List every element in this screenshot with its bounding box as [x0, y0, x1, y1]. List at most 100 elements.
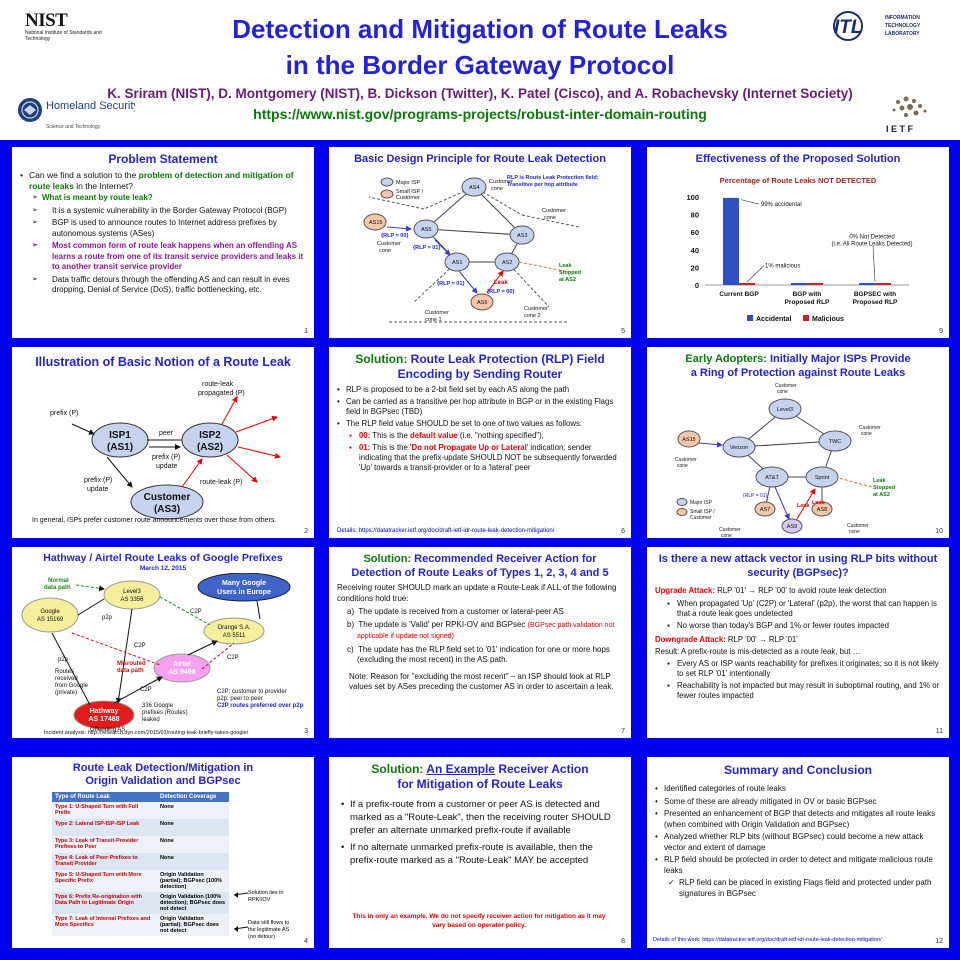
illustration-footer: In general, ISPs prefer customer route a… — [32, 517, 277, 524]
svg-text:(AS3): (AS3) — [154, 504, 180, 515]
detection-coverage-cell: None — [157, 802, 229, 819]
svg-text:Users in Europe: Users in Europe — [217, 589, 271, 596]
bullet: Presented an enhancement of BGP that det… — [655, 809, 941, 830]
svg-text:prefix (P): prefix (P) — [152, 454, 180, 461]
panel-number: 10 — [935, 528, 943, 535]
panel-title: Route Leak Detection/Mitigation in — [72, 762, 254, 774]
bullet: BGP is used to announce routes to Intern… — [20, 218, 306, 239]
panel-title: Is there a new attack vector in using RL… — [658, 553, 938, 565]
panel-rlp-encoding: Solution: Route Leak Protection (RLP) Fi… — [329, 347, 631, 538]
svg-text:cone: cone — [777, 389, 788, 395]
svg-text:TECHNOLOGY: TECHNOLOGY — [885, 23, 921, 29]
dhs-logo-text: Homeland Security — [46, 100, 135, 112]
svg-text:p2p: peer to peer: p2p: peer to peer — [217, 696, 263, 702]
upgrade-attack: Upgrade Attack: RLP '01' → RLP '00' to a… — [655, 586, 887, 595]
annotation-malicious: 1% malicious — [765, 263, 800, 269]
panel-summary: Summary and Conclusion Identified catego… — [647, 757, 949, 948]
node-as5: AS5 — [421, 227, 431, 233]
svg-text:Hathway: Hathway — [90, 708, 119, 715]
svg-text:Level3: Level3 — [777, 407, 793, 413]
bullet: RLP field should be protected in order t… — [655, 855, 941, 876]
svg-text:AS 3356: AS 3356 — [120, 597, 144, 603]
category-label: Current BGP — [719, 291, 759, 298]
poster-url[interactable]: https://www.nist.gov/programs-projects/r… — [253, 106, 707, 122]
panel-number: 11 — [935, 728, 943, 735]
panel-effectiveness: Effectiveness of the Proposed Solution P… — [647, 147, 949, 338]
annotation-leader — [746, 265, 765, 283]
node-as1: AS1 — [452, 260, 462, 266]
svg-text:cone: cone — [379, 248, 391, 254]
svg-text:AS15: AS15 — [682, 437, 695, 443]
svg-text:data path: data path — [117, 668, 144, 674]
svg-text:cone: cone — [721, 533, 732, 538]
y-tick-label: 60 — [691, 228, 699, 237]
bullet: The RLP field value SHOULD be set to one… — [337, 419, 623, 429]
svg-text:p2p: p2p — [102, 615, 113, 621]
bullet: Every AS or ISP wants reachability for p… — [655, 659, 941, 679]
table-row: Type 3: Leak of Transit-Provider Prefixe… — [52, 836, 229, 853]
panel-number: 2 — [304, 528, 308, 535]
panel-early-adopters: Early Adopters: Initially Major ISPs Pro… — [647, 347, 949, 538]
svg-text:Leak: Leak — [873, 478, 886, 484]
svg-text:AS 5511: AS 5511 — [223, 633, 246, 639]
poster-title-line1: Detection and Mitigation of Route Leaks — [232, 14, 728, 44]
svg-text:AS8: AS8 — [817, 507, 827, 513]
conditions-intro: Receiving router SHOULD mark an update a… — [337, 583, 617, 603]
svg-text:Major ISP: Major ISP — [396, 180, 420, 186]
panel-title: Hathway / Airtel Route Leaks of Google P… — [43, 552, 283, 564]
detection-coverage-cell: None — [157, 836, 229, 853]
downgrade-attack: Downgrade Attack: RLP '00' → RLP '01' — [655, 635, 798, 644]
route-leak-type-cell: Type 7: Leak of Internal Prefixes and Mo… — [52, 914, 157, 936]
panel-ov-bgpsec-coverage: Route Leak Detection/Mitigation in Origi… — [12, 757, 314, 948]
svg-text:update: update — [87, 486, 109, 493]
condition-b: b) The update is 'Valid' per RPKI-OV and… — [347, 619, 615, 641]
svg-text:AS 17488: AS 17488 — [88, 716, 119, 723]
details-link[interactable]: Details: https://datatracker.ietf.org/do… — [337, 528, 555, 534]
svg-text:C2P: customer to provider: C2P: customer to provider — [217, 689, 287, 695]
svg-text:AS 9498: AS 9498 — [168, 669, 195, 676]
incident-analysis-link[interactable]: Incident analysis: http://research.dyn.c… — [44, 730, 249, 736]
svg-text:from Google: from Google — [55, 683, 89, 689]
problem-question: Can we find a solution to the problem of… — [20, 170, 306, 191]
bullet: It is a systemic vulnerability in the Bo… — [20, 206, 306, 217]
svg-text:at AS2: at AS2 — [873, 492, 890, 498]
bar-base-malicious-2 — [807, 283, 823, 285]
svg-text:AT&T: AT&T — [765, 475, 779, 481]
svg-text:prefixes (Routes): prefixes (Routes) — [142, 710, 188, 716]
svg-text:Leak: Leak — [559, 263, 572, 269]
svg-text:INFORMATION: INFORMATION — [885, 15, 920, 21]
svg-text:Customer: Customer — [859, 425, 881, 431]
panel-number: 8 — [621, 938, 625, 945]
condition-c: c) The update has the RLP field set to '… — [347, 644, 610, 665]
annotation-leader — [872, 245, 876, 283]
svg-text:route-leak: route-leak — [202, 381, 234, 388]
bullet: When propagated 'Up' (C2P) or 'Lateral' … — [655, 599, 941, 619]
panel-design-principle: Basic Design Principle for Route Leak De… — [329, 147, 631, 338]
svg-text:cone: cone — [677, 463, 688, 469]
route-leak-type-cell: Type 3: Leak of Transit-Provider Prefixe… — [52, 836, 157, 853]
bullet: Some of these are already mitigated in O… — [655, 797, 941, 808]
panel-number: 1 — [304, 328, 308, 335]
svg-text:cone: cone — [861, 431, 872, 437]
bullet: No worse than today's BGP and 1% or fewe… — [655, 621, 941, 631]
svg-text:Sprint: Sprint — [815, 475, 830, 481]
table-row: Type 5: U-Shaped Turn with More Specific… — [52, 870, 229, 892]
svg-text:Level3: Level3 — [123, 589, 141, 595]
svg-text:cone: cone — [849, 529, 860, 535]
bullet: RLP is proposed to be a 2-bit field set … — [337, 385, 623, 395]
bullet: If no alternate unmarked prefix-route is… — [341, 841, 619, 867]
svg-text:cone: cone — [491, 186, 503, 192]
itl-logo-text: ITL — [834, 17, 863, 38]
svg-text:TWC: TWC — [829, 439, 842, 445]
details-link[interactable]: Details of this work: https://datatracke… — [653, 937, 882, 943]
svg-text:(AS1): (AS1) — [107, 442, 133, 453]
y-tick-label: 0 — [695, 281, 699, 290]
svg-text:Customer: Customer — [425, 310, 449, 316]
svg-text:at AS2: at AS2 — [559, 277, 576, 283]
panel-title: Basic Design Principle for Route Leak De… — [354, 153, 606, 165]
svg-text:Transitive per hop attribute: Transitive per hop attribute — [507, 182, 578, 188]
panel-receiver-action-mitigation: Solution: An Example Receiver Action for… — [329, 757, 631, 948]
